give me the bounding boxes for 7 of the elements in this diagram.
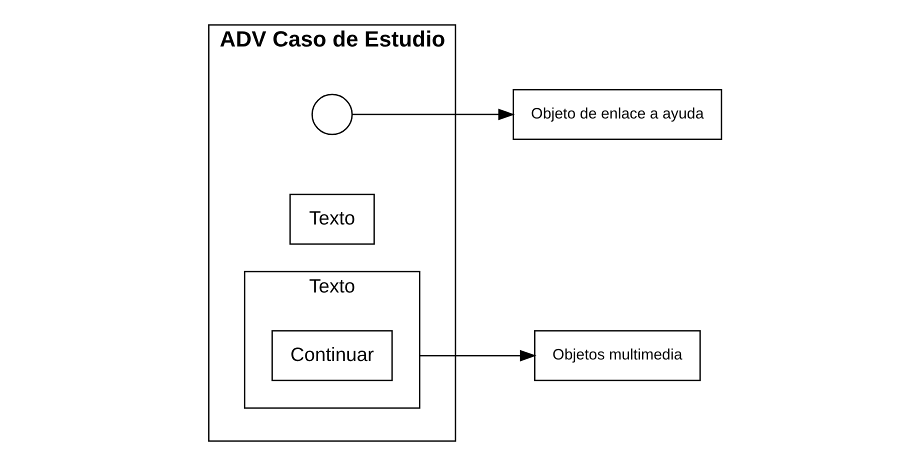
node-circle [310,94,352,136]
node-box: Continuar [271,330,392,382]
arrow [352,108,514,120]
node-box: Objetos multimedia [534,330,700,382]
node-box: Texto [288,194,374,245]
arrow [419,350,536,362]
node-box: Objeto de enlace a ayuda [512,88,722,140]
